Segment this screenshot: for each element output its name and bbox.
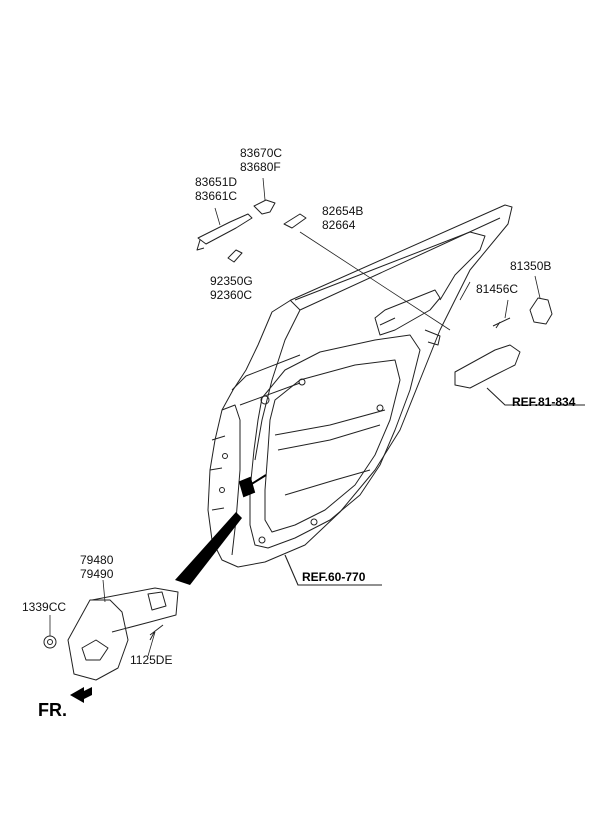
leader-line-79480 (102, 579, 106, 603)
door-inner-panel (249, 334, 421, 549)
door-check-bracket (67, 599, 129, 681)
front-direction-label: FR. (38, 700, 67, 720)
leader-arrow-ref81 (486, 387, 585, 406)
part-label-83661C: 83661C (195, 189, 238, 203)
leader-line-82654B (299, 231, 451, 331)
leader-line-81350B (459, 281, 471, 301)
handle-cover (253, 199, 276, 215)
door-inner-edge (264, 359, 401, 533)
mount-hole (376, 404, 384, 412)
leader-line-83651D (214, 207, 221, 226)
mount-hole (310, 518, 318, 526)
door-hinge-side (209, 404, 241, 556)
mount-hole (219, 487, 225, 493)
inner-handle-recess (374, 289, 441, 336)
door-latch-link (424, 329, 521, 389)
part-label-79480: 79480 (80, 553, 114, 567)
striker-bolt (492, 317, 511, 329)
grommet-part (227, 249, 243, 263)
ref-callout-81-834: REF.81-834 (512, 395, 576, 409)
mount-hole (222, 453, 228, 459)
part-label-82654B: 82654B (322, 204, 364, 218)
door-striker (529, 297, 553, 325)
part-label-81350B: 81350B (510, 259, 552, 273)
outside-handle (196, 213, 253, 251)
door-outer-panel (207, 204, 513, 568)
leader-line-1125DE (147, 631, 156, 657)
inner-cross-member (274, 409, 386, 496)
part-label-83680F: 83680F (240, 160, 281, 174)
door-check-detail (81, 591, 167, 661)
wiring-harness (175, 512, 242, 585)
leader-line-81456C (504, 299, 509, 319)
hinge-nut (43, 635, 57, 649)
fr-arrow-icon (70, 687, 92, 703)
mount-hole (298, 378, 306, 386)
part-label-1339CC: 1339CC (22, 600, 67, 614)
wiring-connector (238, 474, 267, 498)
part-label-92360C: 92360C (210, 288, 253, 302)
leader-line-81350B-part (534, 275, 541, 299)
ref-callout-60-770: REF.60-770 (302, 570, 366, 584)
door-window-frame (254, 217, 501, 461)
part-label-83670C: 83670C (240, 146, 283, 160)
hinge-bolt (149, 624, 164, 641)
part-label-81456C: 81456C (476, 282, 519, 296)
door-check-arm (91, 587, 179, 633)
part-label-1125DE: 1125DE (130, 653, 173, 667)
mount-hole (260, 395, 270, 405)
part-label-83651D: 83651D (195, 175, 238, 189)
inner-frame-top (294, 231, 486, 301)
part-label-82664: 82664 (322, 218, 356, 232)
leader-arrow-ref60 (284, 554, 382, 586)
window-lower-rail (231, 354, 301, 406)
leader-line-83670C (262, 177, 266, 201)
part-label-79490: 79490 (80, 567, 114, 581)
mount-hole (258, 536, 266, 544)
part-label-92350G: 92350G (210, 274, 253, 288)
handle-pad (283, 213, 307, 229)
hinge-nut-inner (47, 639, 53, 645)
